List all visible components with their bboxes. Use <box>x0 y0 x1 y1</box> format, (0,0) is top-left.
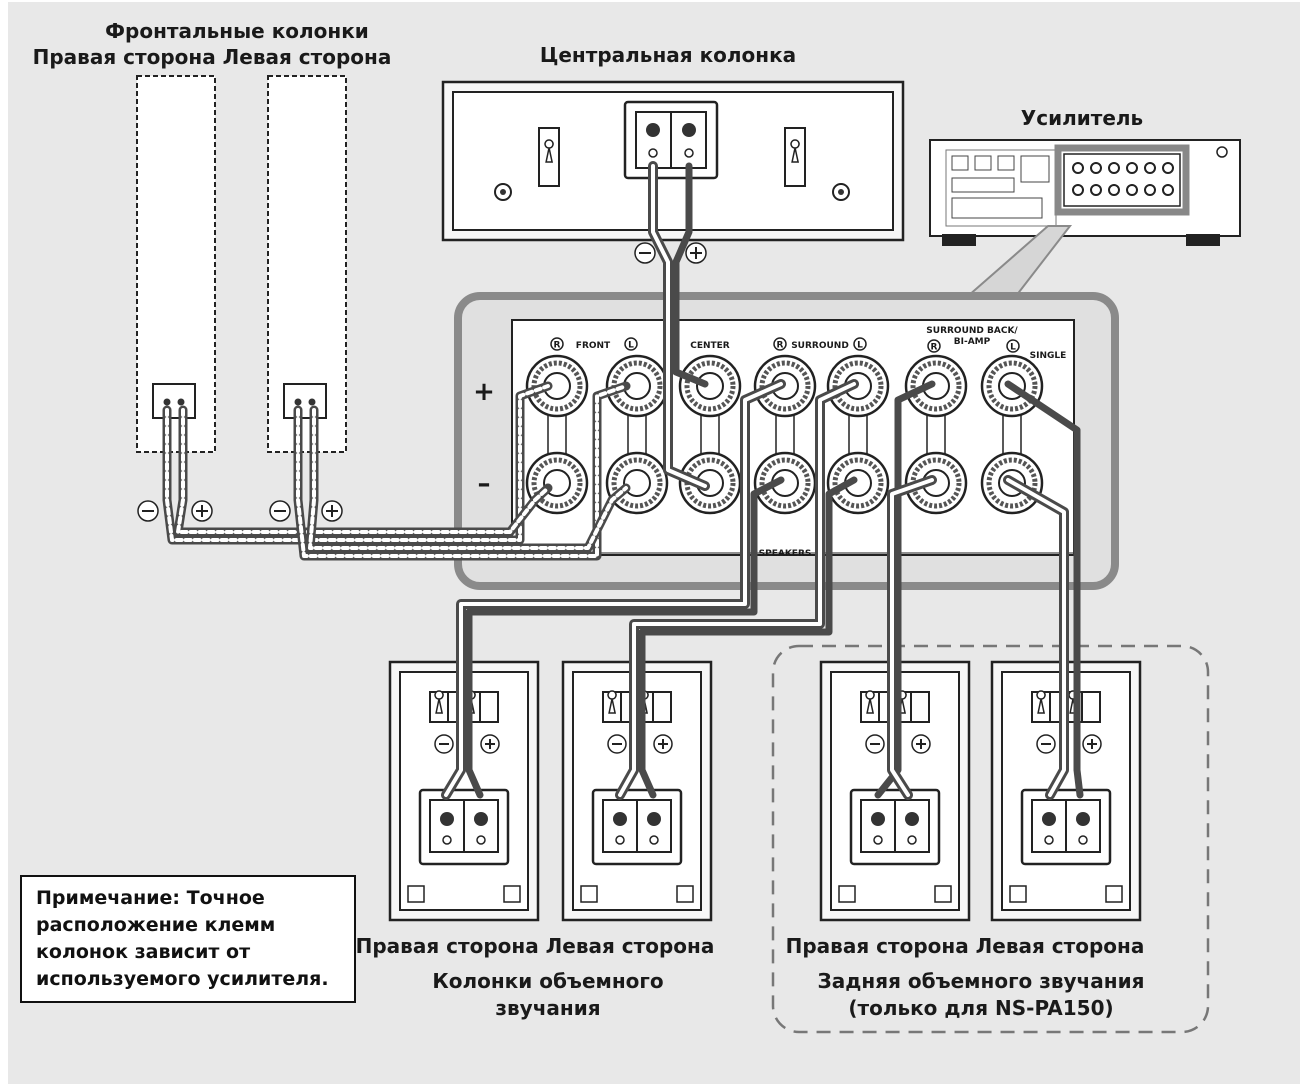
note-box: Примечание: Точное расположение клемм ко… <box>20 875 356 1003</box>
back-title-line1: Задняя объемного звучания <box>818 969 1145 993</box>
center-polarity-minus-icon <box>634 242 656 264</box>
svg-text:R: R <box>554 341 561 351</box>
front-polarity-icons <box>137 500 343 522</box>
label-center: CENTER <box>690 341 730 351</box>
label-surround-back: SURROUND BACK/ <box>926 326 1018 336</box>
surround-sides: Правая сторона Левая сторона <box>356 934 715 958</box>
svg-text:R: R <box>931 343 938 353</box>
back-sides: Правая сторона Левая сторона <box>786 934 1145 958</box>
amplifier-title: Усилитель <box>1021 106 1143 130</box>
front-speakers-title: Фронтальные колонки <box>105 19 369 43</box>
surround-title-line1: Колонки объемного <box>432 969 663 993</box>
svg-text:L: L <box>628 341 634 351</box>
note-line: используемого усилителя. <box>36 968 329 990</box>
amplifier <box>929 139 1241 246</box>
label-surround: SURROUND <box>791 341 849 351</box>
panel-plus-sign: + <box>473 377 495 407</box>
front-speakers <box>136 75 347 453</box>
note-line: расположение клемм <box>36 914 276 936</box>
note-line: колонок зависит от <box>36 941 251 963</box>
label-bi-amp: BI-AMP <box>954 337 991 347</box>
label-single: SINGLE <box>1030 351 1067 361</box>
label-speakers: SPEAKERS <box>759 549 812 559</box>
svg-text:L: L <box>857 341 863 351</box>
center-speaker-title: Центральная колонка <box>540 43 796 67</box>
note-line: Примечание: Точное <box>36 887 265 909</box>
back-speakers-group <box>771 644 1210 1034</box>
label-front: FRONT <box>576 341 611 351</box>
front-speakers-sides: Правая сторона Левая сторона <box>33 45 392 69</box>
svg-text:L: L <box>1010 343 1016 353</box>
surround-title-line2: звучания <box>495 996 600 1020</box>
back-title-line2: (только для NS-PA150) <box>848 996 1113 1020</box>
panel-labels: R FRONT L CENTER R SURROUND L SURROUND B… <box>550 326 1067 559</box>
wires <box>162 161 1084 800</box>
center-speaker <box>441 80 905 242</box>
panel-minus-sign: – <box>478 469 491 499</box>
svg-text:R: R <box>777 341 784 351</box>
center-polarity-plus-icon <box>685 242 707 264</box>
